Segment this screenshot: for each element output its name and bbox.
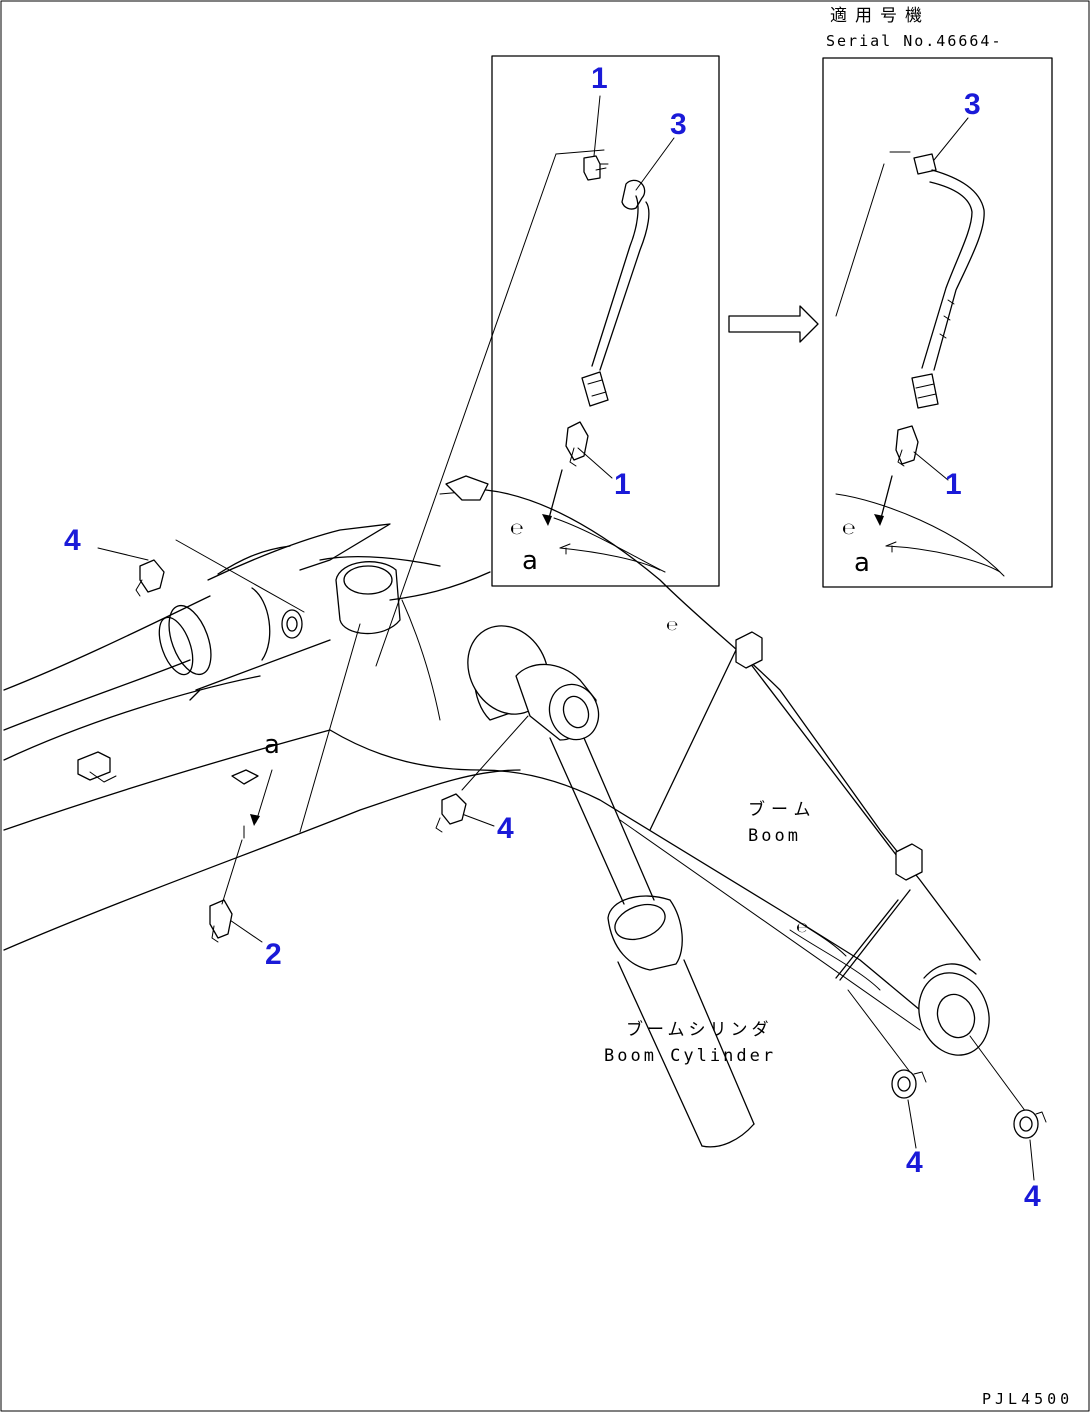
inset-before: ℮ — [491, 55, 720, 587]
boom-assembly: ℮ ℮ — [3, 95, 1047, 1181]
boom-cylinder-label-jp: ブームシリンダ — [626, 1020, 773, 1040]
svg-text:℮: ℮ — [796, 920, 808, 936]
callout-1-inset-before-top[interactable]: 1 — [591, 62, 608, 95]
grease-fitting-icon-2 — [209, 899, 233, 943]
grease-fitting-icon — [583, 155, 609, 181]
grease-nipple-icon — [565, 421, 589, 467]
callout-4-cylinder-head[interactable]: 4 — [497, 812, 514, 845]
view-label-a-main: a — [264, 730, 280, 760]
hose-elbow-icon-2 — [913, 153, 985, 371]
change-arrow-icon — [728, 305, 819, 343]
view-label-a-inset-before: a — [522, 546, 538, 576]
callout-1-inset-before-bottom[interactable]: 1 — [614, 468, 631, 501]
drawing-code: PJL4500 — [982, 1390, 1074, 1408]
grease-fitting-icon-foot1 — [891, 1069, 927, 1099]
boom-cylinder — [467, 625, 755, 1148]
boom-label-jp: ブーム — [748, 800, 817, 820]
grease-nipple-icon-2 — [895, 425, 919, 467]
hose-elbow-icon — [591, 179, 650, 371]
boom-label-en: Boom — [748, 826, 801, 846]
inset-after-frame — [822, 57, 1053, 588]
callout-4-foot-left[interactable]: 4 — [906, 1146, 923, 1179]
applicability-label: 適用号機 — [830, 6, 930, 26]
svg-text:℮: ℮ — [666, 618, 678, 634]
callout-4-foot-right[interactable]: 4 — [1024, 1180, 1041, 1213]
boom-cylinder-label-en: Boom Cylinder — [604, 1046, 777, 1066]
svg-text:℮: ℮ — [510, 519, 524, 538]
callout-1-inset-after[interactable]: 1 — [945, 468, 962, 501]
grease-fitting-icon-foot2 — [1013, 1109, 1047, 1139]
inset-before-frame — [491, 55, 720, 587]
svg-text:℮: ℮ — [842, 519, 856, 538]
hose-nut-icon — [581, 371, 609, 407]
inset-after: ℮ — [822, 57, 1053, 588]
callout-4-arm[interactable]: 4 — [64, 524, 81, 557]
callout-2[interactable]: 2 — [265, 938, 282, 971]
grease-fitting-icon-left — [135, 559, 165, 597]
adapter-block-icon — [231, 769, 259, 785]
view-label-a-inset-after: a — [854, 548, 870, 578]
serial-number: Serial No.46664- — [826, 32, 1003, 50]
callout-3-inset-after[interactable]: 3 — [964, 88, 981, 121]
callout-3-inset-before[interactable]: 3 — [670, 108, 687, 141]
grease-fitting-icon-mid — [435, 793, 467, 833]
hose-nut-icon-2 — [911, 373, 939, 409]
